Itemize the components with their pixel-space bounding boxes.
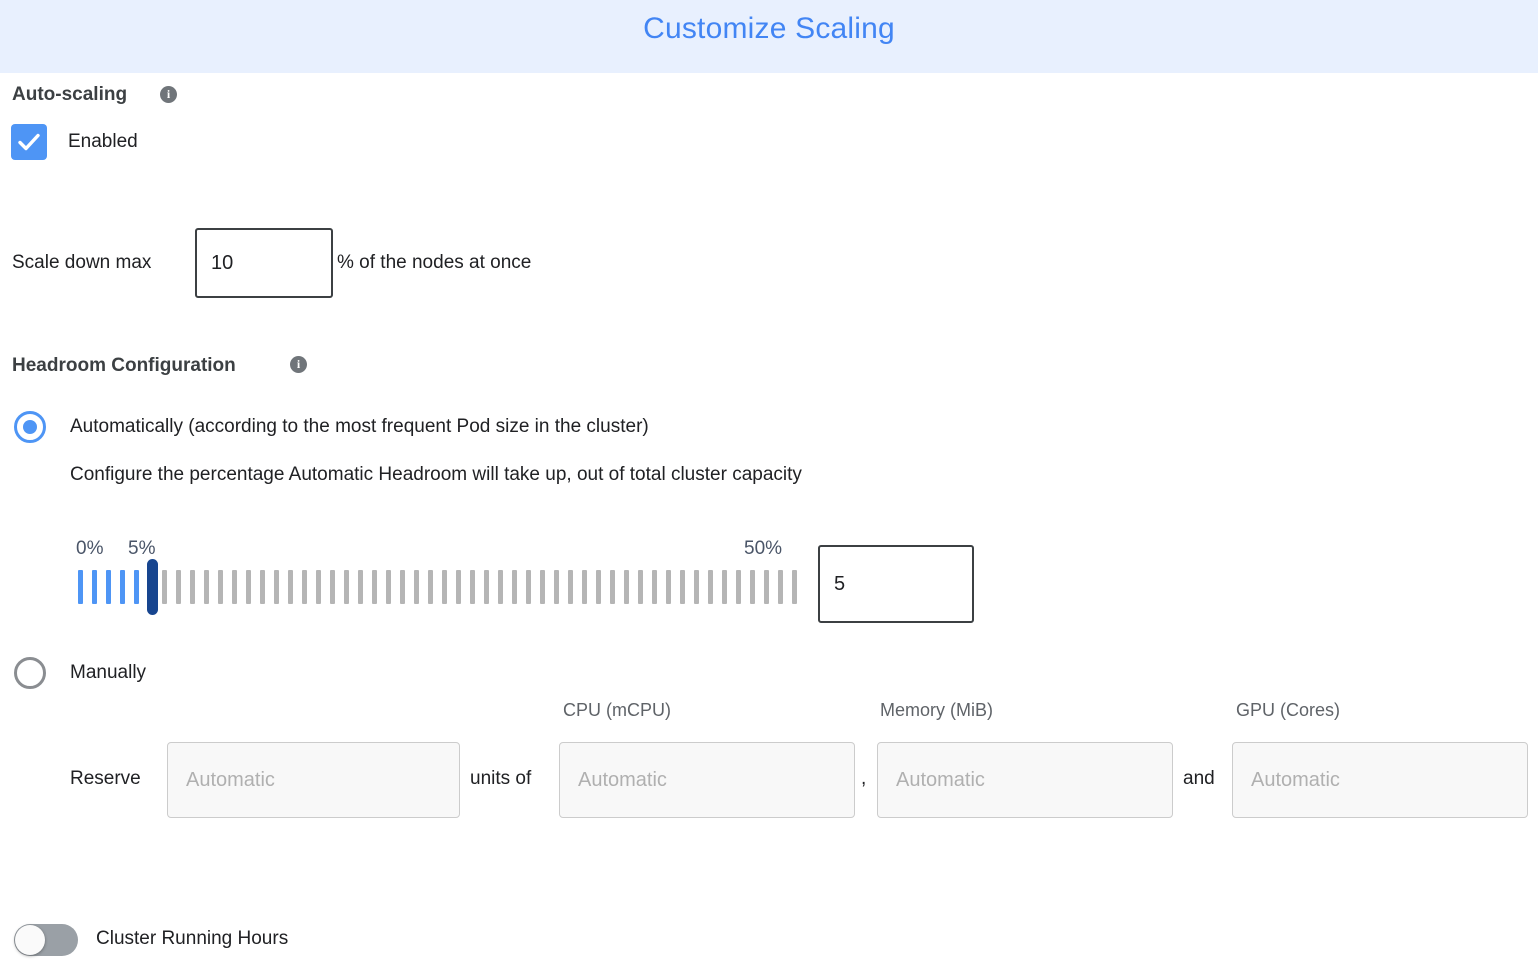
slider-tick[interactable] bbox=[386, 570, 391, 604]
slider-tick[interactable] bbox=[540, 570, 545, 604]
slider-tick[interactable] bbox=[512, 570, 517, 604]
slider-tick[interactable] bbox=[316, 570, 321, 604]
slider-tick[interactable] bbox=[260, 570, 265, 604]
slider-tick[interactable] bbox=[778, 570, 783, 604]
slider-tick[interactable] bbox=[120, 570, 125, 604]
slider-tick[interactable] bbox=[638, 570, 643, 604]
slider-tick[interactable] bbox=[680, 570, 685, 604]
slider-tick[interactable] bbox=[190, 570, 195, 604]
page-title: Customize Scaling bbox=[643, 12, 895, 45]
slider-tick[interactable] bbox=[344, 570, 349, 604]
slider-tick[interactable] bbox=[218, 570, 223, 604]
headroom-option-manual-radio[interactable] bbox=[14, 657, 46, 689]
gpu-field-caption: GPU (Cores) bbox=[1236, 700, 1341, 720]
cluster-running-hours-label: Cluster Running Hours bbox=[96, 928, 289, 949]
slider-tick[interactable] bbox=[372, 570, 377, 604]
slider-tick[interactable] bbox=[106, 570, 111, 604]
slider-tick[interactable] bbox=[302, 570, 307, 604]
reserve-memory-input[interactable] bbox=[877, 742, 1173, 818]
slider-tick[interactable] bbox=[78, 570, 83, 604]
auto-scaling-heading: Auto-scaling bbox=[12, 84, 128, 105]
reserve-cpu-input[interactable] bbox=[559, 742, 855, 818]
slider-max-label: 50% bbox=[744, 538, 783, 559]
auto-scaling-info-icon[interactable]: i bbox=[160, 86, 177, 103]
memory-field-caption: Memory (MiB) bbox=[880, 700, 993, 720]
cluster-running-hours-toggle[interactable] bbox=[14, 924, 78, 956]
slider-tick[interactable] bbox=[428, 570, 433, 604]
check-icon bbox=[18, 133, 40, 151]
headroom-configuration-info-icon[interactable]: i bbox=[290, 356, 307, 373]
slider-tick[interactable] bbox=[652, 570, 657, 604]
slider-tick[interactable] bbox=[92, 570, 97, 604]
slider-tick[interactable] bbox=[624, 570, 629, 604]
scale-down-max-label: Scale down max bbox=[12, 252, 152, 273]
slider-tick[interactable] bbox=[792, 570, 797, 604]
slider-tick[interactable] bbox=[400, 570, 405, 604]
slider-tick[interactable] bbox=[288, 570, 293, 604]
headroom-configuration-heading: Headroom Configuration bbox=[12, 355, 236, 376]
auto-scaling-enabled-label: Enabled bbox=[68, 131, 138, 152]
units-of-label: units of bbox=[470, 768, 532, 789]
toggle-knob bbox=[15, 925, 45, 955]
slider-tick[interactable] bbox=[596, 570, 601, 604]
slider-min-label: 0% bbox=[76, 538, 104, 559]
slider-tick[interactable] bbox=[442, 570, 447, 604]
headroom-option-automatic-label: Automatically (according to the most fre… bbox=[70, 416, 649, 437]
slider-tick[interactable] bbox=[708, 570, 713, 604]
reserve-label: Reserve bbox=[70, 768, 141, 789]
slider-tick[interactable] bbox=[358, 570, 363, 604]
slider-tick[interactable] bbox=[736, 570, 741, 604]
scale-down-max-input[interactable] bbox=[195, 228, 333, 298]
slider-tick[interactable] bbox=[456, 570, 461, 604]
slider-thumb[interactable] bbox=[147, 559, 158, 615]
slider-tick[interactable] bbox=[582, 570, 587, 604]
slider-tick[interactable] bbox=[162, 570, 167, 604]
slider-tick[interactable] bbox=[204, 570, 209, 604]
slider-tick[interactable] bbox=[498, 570, 503, 604]
cpu-field-caption: CPU (mCPU) bbox=[563, 700, 671, 720]
slider-tick[interactable] bbox=[330, 570, 335, 604]
slider-tick[interactable] bbox=[722, 570, 727, 604]
slider-tick[interactable] bbox=[554, 570, 559, 604]
slider-tick[interactable] bbox=[414, 570, 419, 604]
reserve-units-input[interactable] bbox=[167, 742, 460, 818]
slider-tick[interactable] bbox=[274, 570, 279, 604]
headroom-option-automatic-radio[interactable] bbox=[14, 411, 46, 443]
slider-tick[interactable] bbox=[246, 570, 251, 604]
slider-current-label: 5% bbox=[128, 538, 156, 559]
field-separator-and: and bbox=[1183, 768, 1215, 789]
headroom-percentage-input[interactable] bbox=[818, 545, 974, 623]
headroom-option-manual-label: Manually bbox=[70, 662, 147, 683]
slider-tick[interactable] bbox=[750, 570, 755, 604]
slider-tick[interactable] bbox=[694, 570, 699, 604]
slider-tick[interactable] bbox=[610, 570, 615, 604]
slider-tick[interactable] bbox=[470, 570, 475, 604]
auto-scaling-enabled-checkbox[interactable] bbox=[11, 124, 47, 160]
scale-down-max-suffix: % of the nodes at once bbox=[337, 252, 532, 273]
slider-tick[interactable] bbox=[484, 570, 489, 604]
field-separator-comma: , bbox=[861, 768, 867, 789]
slider-tick[interactable] bbox=[666, 570, 671, 604]
slider-tick[interactable] bbox=[764, 570, 769, 604]
slider-tick[interactable] bbox=[134, 570, 139, 604]
slider-tick[interactable] bbox=[568, 570, 573, 604]
headroom-option-automatic-description: Configure the percentage Automatic Headr… bbox=[70, 464, 802, 485]
slider-tick[interactable] bbox=[232, 570, 237, 604]
page-header bbox=[0, 0, 1538, 73]
slider-tick[interactable] bbox=[526, 570, 531, 604]
slider-tick[interactable] bbox=[176, 570, 181, 604]
reserve-gpu-input[interactable] bbox=[1232, 742, 1528, 818]
